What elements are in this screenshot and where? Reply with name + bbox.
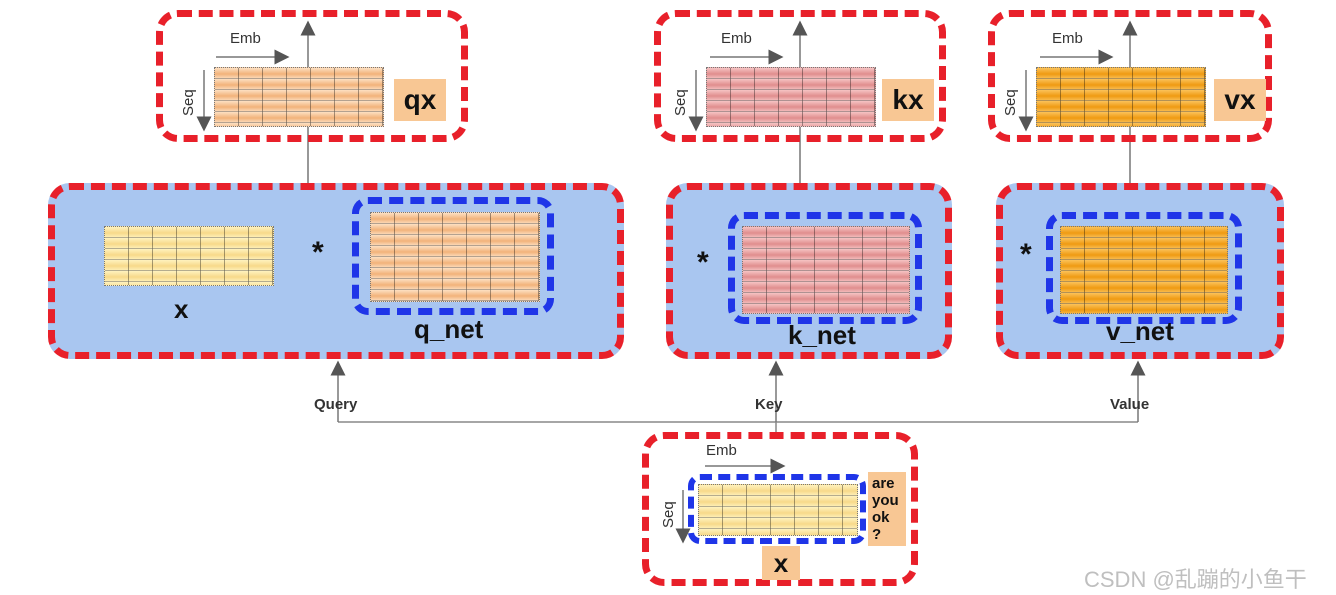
input-x-label: x — [762, 546, 800, 580]
watermark: CSDN @乱蹦的小鱼干 — [1084, 567, 1307, 592]
token: are — [872, 475, 895, 492]
input-tokens: are you ok ? — [868, 472, 906, 546]
multiply-symbol: * — [697, 246, 709, 279]
kx-output-block — [654, 10, 946, 142]
q-net-matrix — [370, 212, 540, 302]
token: you — [872, 492, 899, 509]
vx-tag: vx — [1214, 79, 1266, 121]
emb-label: Emb — [230, 30, 261, 47]
input-x-highlight — [688, 474, 866, 544]
token: ok — [872, 509, 890, 526]
seq-label: Seq — [660, 501, 677, 528]
emb-label: Emb — [706, 442, 737, 459]
emb-label: Emb — [721, 30, 752, 47]
k-net-matrix — [742, 226, 910, 314]
x-matrix — [104, 226, 274, 286]
v-net-label: v_net — [1106, 316, 1174, 346]
q-net-weights-box — [352, 197, 554, 315]
seq-label: Seq — [672, 89, 689, 116]
v-net-matrix — [1060, 226, 1228, 314]
v-net-weights-box — [1046, 212, 1242, 324]
input-x-block — [642, 432, 918, 586]
emb-label: Emb — [1052, 30, 1083, 47]
q-net-label: q_net — [414, 314, 484, 344]
multiply-symbol: * — [1020, 238, 1032, 271]
vx-output-block — [988, 10, 1272, 142]
token: ? — [872, 526, 882, 543]
k-net-weights-box — [728, 212, 922, 324]
value-branch-label: Value — [1110, 396, 1150, 413]
kx-matrix — [706, 67, 876, 127]
seq-label: Seq — [1002, 89, 1019, 116]
input-x-matrix — [698, 484, 858, 536]
k-net-label: k_net — [788, 320, 856, 350]
key-branch-label: Key — [755, 396, 783, 413]
qx-tag: qx — [394, 79, 446, 121]
x-label: x — [174, 294, 189, 324]
vx-matrix — [1036, 67, 1206, 127]
query-branch-label: Query — [314, 396, 358, 413]
qx-output-block — [156, 10, 468, 142]
kx-tag: kx — [882, 79, 934, 121]
seq-label: Seq — [180, 89, 197, 116]
qx-matrix — [214, 67, 384, 127]
multiply-symbol: * — [312, 236, 324, 269]
